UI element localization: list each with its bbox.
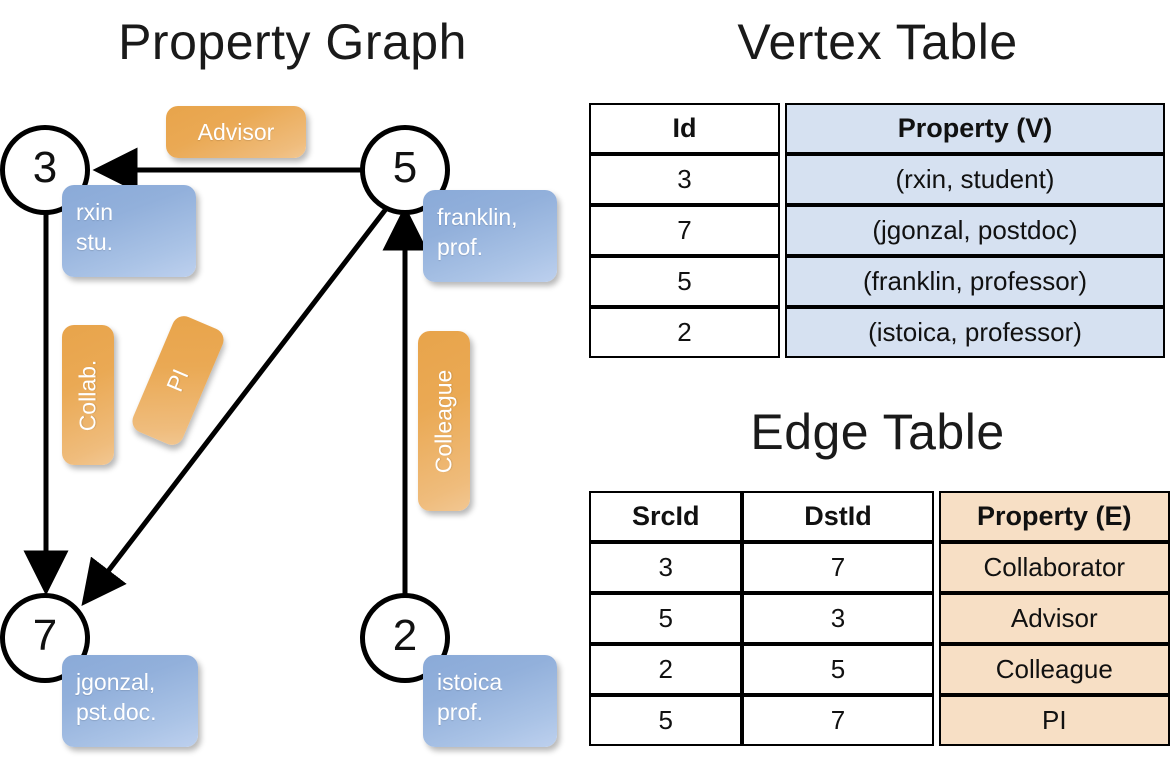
- table-row[interactable]: 5 (franklin, professor): [589, 256, 1165, 307]
- edge-row-1-src: 5: [589, 593, 743, 644]
- edge-row-0-src: 3: [589, 542, 743, 593]
- graph-node-2[interactable]: 2: [360, 593, 450, 683]
- vertex-callout-franklin-line2: prof.: [437, 234, 484, 260]
- page-title-vertex-table: Vertex Table: [737, 14, 1018, 70]
- table-row[interactable]: 2 (istoica, professor): [589, 307, 1165, 358]
- vertex-table-header-row: Id Property (V): [589, 103, 1165, 154]
- edge-row-0-dst: 7: [742, 542, 934, 593]
- vertex-callout-istoica-line2: prof.: [437, 699, 484, 725]
- vertex-table-col-id: Id: [589, 103, 780, 154]
- edge-row-1-dst: 3: [742, 593, 934, 644]
- graph-node-5[interactable]: 5: [360, 125, 450, 215]
- edge-callout-collab[interactable]: Collab.: [62, 325, 114, 465]
- vertex-callout-franklin[interactable]: franklin, prof.: [423, 190, 557, 282]
- vertex-callout-franklin-line1: franklin,: [437, 204, 518, 230]
- vertex-row-3-property: (istoica, professor): [785, 307, 1165, 358]
- edge-row-1-property: Advisor: [938, 593, 1170, 644]
- vertex-row-0-id: 3: [589, 154, 780, 205]
- vertex-row-0-property: (rxin, student): [785, 154, 1165, 205]
- table-row[interactable]: 5 7 PI: [589, 695, 1170, 746]
- edge-callout-colleague[interactable]: Colleague: [418, 331, 470, 511]
- table-row[interactable]: 3 7 Collaborator: [589, 542, 1170, 593]
- vertex-row-3-id: 2: [589, 307, 780, 358]
- graph-node-2-label: 2: [392, 611, 418, 660]
- vertex-callout-rxin-line2: stu.: [76, 229, 114, 255]
- edge-table-header-row: SrcId DstId Property (E): [589, 491, 1170, 542]
- vertex-table: Id Property (V) 3 (rxin, student) 7 (jgo…: [589, 103, 1165, 358]
- vertex-table-col-property: Property (V): [785, 103, 1165, 154]
- graph-node-5-label: 5: [392, 143, 418, 192]
- page-title-property-graph: Property Graph: [118, 14, 467, 70]
- edge-row-3-property: PI: [938, 695, 1170, 746]
- vertex-callout-istoica-line1: istoica: [437, 669, 503, 695]
- vertex-row-1-property: (jgonzal, postdoc): [785, 205, 1165, 256]
- edge-row-2-src: 2: [589, 644, 743, 695]
- vertex-callout-jgonzal[interactable]: jgonzal, pst.doc.: [62, 655, 198, 747]
- table-row[interactable]: 7 (jgonzal, postdoc): [589, 205, 1165, 256]
- vertex-callout-istoica[interactable]: istoica prof.: [423, 655, 557, 747]
- vertex-callout-rxin-line1: rxin: [76, 199, 114, 225]
- edge-table: SrcId DstId Property (E) 3 7 Collaborato…: [589, 491, 1170, 746]
- table-row[interactable]: 5 3 Advisor: [589, 593, 1170, 644]
- vertex-row-1-id: 7: [589, 205, 780, 256]
- edge-5-to-7-pi: [81, 203, 391, 606]
- vertex-row-2-id: 5: [589, 256, 780, 307]
- edge-callout-advisor[interactable]: Advisor: [166, 106, 306, 158]
- edge-callout-colleague-label: Colleague: [430, 369, 457, 473]
- edge-row-3-src: 5: [589, 695, 743, 746]
- edge-table-col-srcid: SrcId: [589, 491, 743, 542]
- edge-callout-pi-label: PI: [161, 365, 194, 396]
- property-graph-diagram: 3 5 7 2 rxin stu. franklin, prof. jgonza…: [0, 106, 557, 747]
- graph-node-7-label: 7: [32, 611, 58, 660]
- edge-callout-advisor-label: Advisor: [197, 118, 275, 145]
- edge-row-0-property: Collaborator: [938, 542, 1170, 593]
- graph-edges-svg: [23, 147, 428, 606]
- edge-row-3-dst: 7: [742, 695, 934, 746]
- vertex-callout-rxin[interactable]: rxin stu.: [62, 185, 196, 277]
- vertex-callout-jgonzal-line1: jgonzal,: [76, 669, 156, 695]
- vertex-row-2-property: (franklin, professor): [785, 256, 1165, 307]
- table-row[interactable]: 2 5 Colleague: [589, 644, 1170, 695]
- table-row[interactable]: 3 (rxin, student): [589, 154, 1165, 205]
- vertex-callout-jgonzal-line2: pst.doc.: [76, 699, 157, 725]
- graph-node-3-label: 3: [32, 143, 58, 192]
- edge-row-2-dst: 5: [742, 644, 934, 695]
- edge-callout-collab-label: Collab.: [74, 359, 101, 431]
- edge-table-col-property: Property (E): [938, 491, 1170, 542]
- page-title-edge-table: Edge Table: [750, 404, 1005, 460]
- edge-row-2-property: Colleague: [938, 644, 1170, 695]
- edge-table-col-dstid: DstId: [742, 491, 934, 542]
